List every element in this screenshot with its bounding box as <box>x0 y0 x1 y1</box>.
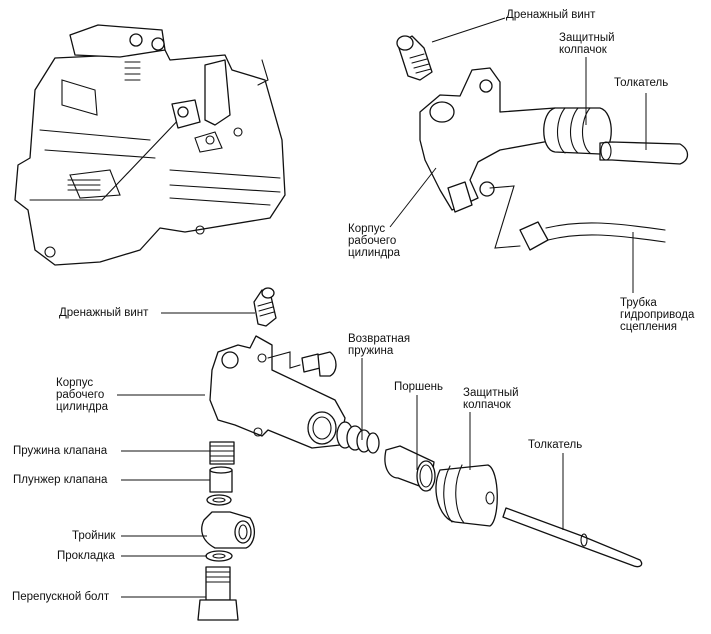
label-bleeder-screw: Дренажный винт <box>59 307 149 319</box>
label-dust-boot-top: Защитный колпачок <box>559 32 615 56</box>
label-cylinder-body: Корпус рабочего цилиндра <box>56 377 108 413</box>
label-bleeder-screw-top: Дренажный винт <box>506 9 596 21</box>
label-return-spring: Возвратная пружина <box>348 333 411 357</box>
label-push-rod: Толкатель <box>528 439 583 451</box>
label-hydraulic-line: Трубка гидропривода сцепления <box>620 297 695 333</box>
label-push-rod-top: Толкатель <box>614 77 669 89</box>
label-dust-boot: Защитный колпачок <box>463 387 519 411</box>
leader-lines <box>117 17 647 598</box>
label-cylinder-body-top: Корпус рабочего цилиндра <box>348 223 400 259</box>
label-valve-spring: Пружина клапана <box>13 445 108 457</box>
label-union-tee: Тройник <box>72 530 116 542</box>
assembled-slave-cylinder <box>396 35 689 251</box>
label-gasket: Прокладка <box>57 550 115 562</box>
exploded-slave-cylinder <box>197 287 643 621</box>
label-union-bolt: Перепускной болт <box>12 591 110 603</box>
label-piston: Поршень <box>394 381 444 393</box>
label-valve-plunger: Плунжер клапана <box>13 474 108 486</box>
transmission-illustration <box>14 24 286 266</box>
